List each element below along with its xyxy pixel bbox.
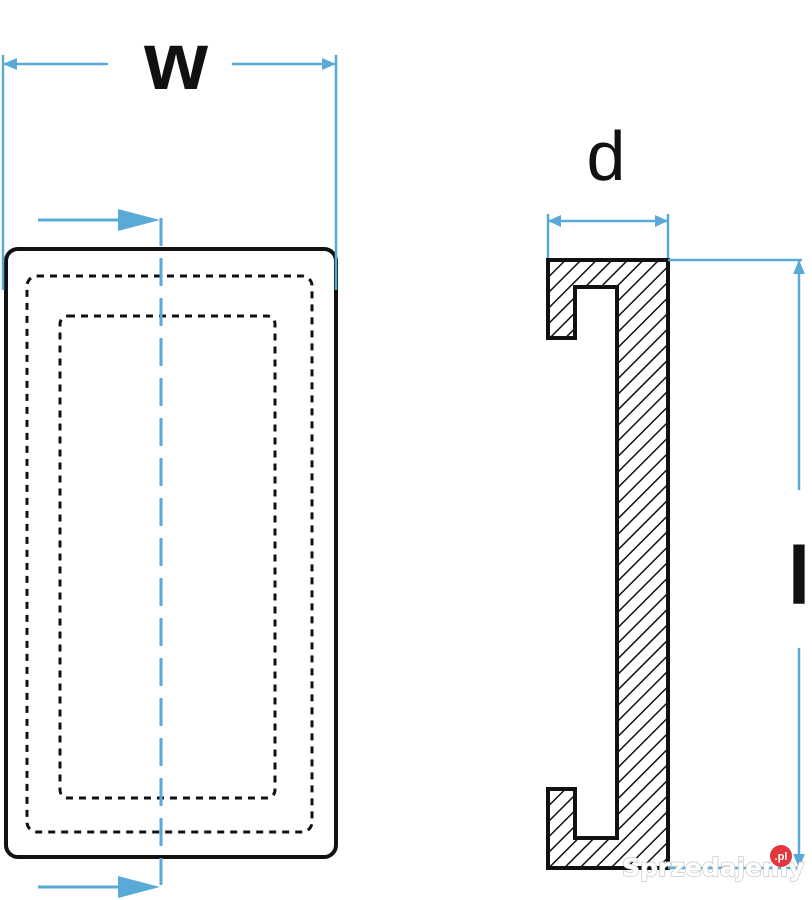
side-section (546, 258, 670, 870)
inner-dashed-frame-outer (25, 274, 314, 834)
watermark: Sprzedajemy .pl (621, 845, 805, 883)
holder-outline (4, 247, 338, 859)
top-arrow-icon (38, 209, 160, 231)
depth-dimension: d (546, 117, 670, 258)
front-view (4, 247, 338, 859)
width-dimension: w (1, 16, 338, 290)
length-dimension: l (668, 258, 811, 870)
width-label: w (143, 16, 208, 107)
depth-label: d (587, 117, 626, 195)
watermark-badge-icon (770, 845, 792, 867)
inner-dashed-frame-inner (58, 314, 277, 800)
watermark-badge: .pl (775, 851, 788, 863)
length-label: l (788, 531, 811, 622)
c-profile-section (546, 258, 670, 870)
bottom-arrow-icon (38, 876, 160, 898)
insertion-indicator (38, 209, 163, 898)
